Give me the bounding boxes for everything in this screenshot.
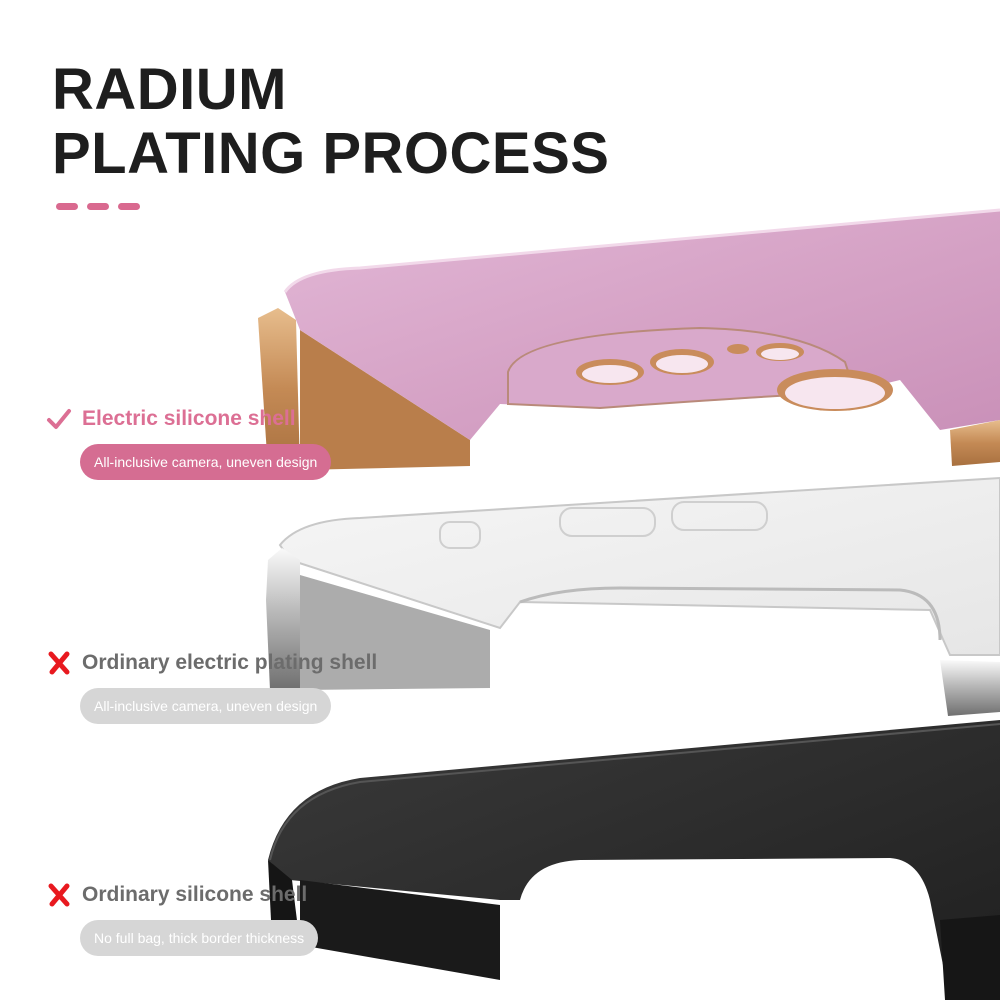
title-line-1: RADIUM (52, 57, 287, 122)
feature-heading: Electric silicone shell (46, 406, 331, 432)
feature-description-pill: No full bag, thick border thickness (80, 920, 319, 956)
feature-description-pill: All-inclusive camera, uneven design (80, 688, 332, 724)
feature-label: Electric silicone shell (82, 407, 296, 430)
clear-shell-image (266, 476, 1000, 716)
dash-3 (118, 203, 140, 210)
dash-2 (87, 203, 109, 210)
feature-ordinary-electric-plating-shell: Ordinary electric plating shell All-incl… (46, 650, 377, 724)
feature-heading: Ordinary silicone shell (46, 882, 318, 908)
feature-electric-silicone-shell: Electric silicone shell All-inclusive ca… (46, 406, 332, 480)
feature-label: Ordinary silicone shell (82, 883, 308, 906)
cross-icon (48, 883, 70, 907)
cross-icon (48, 651, 70, 675)
black-shell-image (268, 720, 1000, 1000)
page-title: RADIUM PLATING PROCESS (52, 58, 609, 186)
feature-ordinary-silicone-shell: Ordinary silicone shell No full bag, thi… (46, 882, 319, 956)
feature-description-pill: All-inclusive camera, uneven design (80, 444, 332, 480)
title-line-2: PLATING PROCESS (52, 121, 610, 186)
title-underline-dashes (56, 203, 140, 210)
feature-label: Ordinary electric plating shell (82, 651, 378, 674)
pink-shell-image (258, 208, 1000, 470)
feature-heading: Ordinary electric plating shell (46, 650, 377, 676)
check-icon (47, 409, 71, 429)
dash-1 (56, 203, 78, 210)
